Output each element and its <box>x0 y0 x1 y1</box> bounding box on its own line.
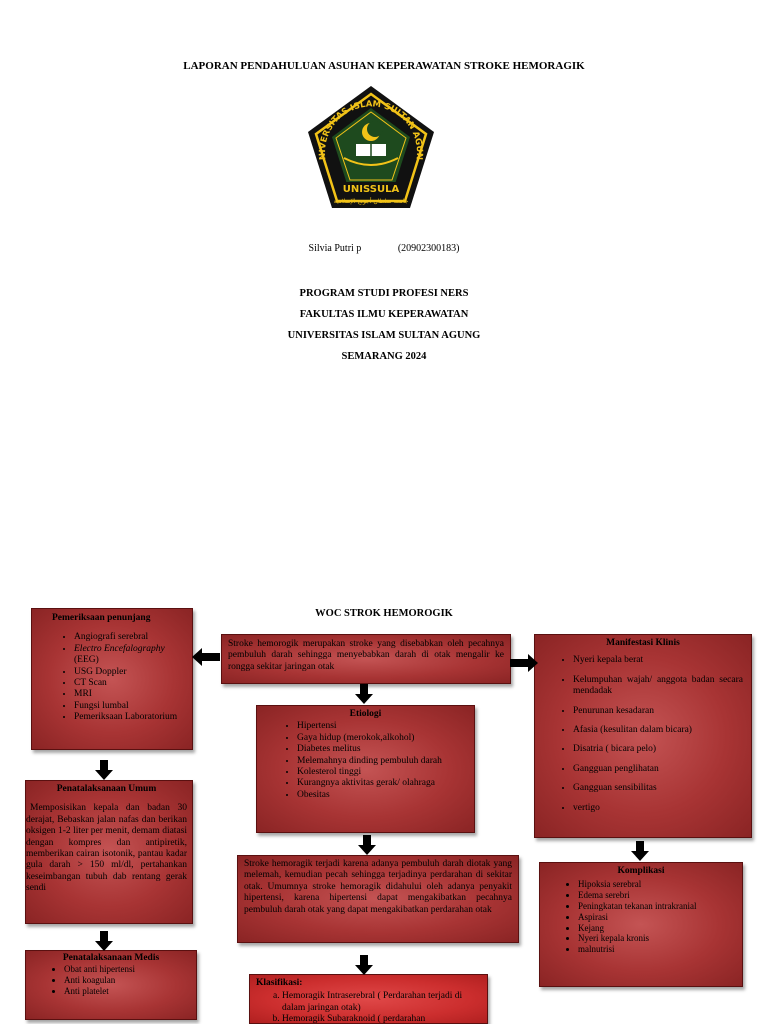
list-item: malnutrisi <box>578 944 734 955</box>
list-item: Disatria ( bicara pelo) <box>573 744 743 755</box>
list-item: Melemahnya dinding pembuluh darah <box>297 756 470 767</box>
list-item: USG Doppler <box>74 667 188 678</box>
list-item: Anti platelet <box>64 986 192 997</box>
institution-line-1: PROGRAM STUDI PROFESI NERS <box>299 288 469 299</box>
logo-name: UNISSULA <box>343 184 400 195</box>
institution-line-2: FAKULTAS ILMU KEPERAWATAN <box>299 309 469 320</box>
list-item: Obesitas <box>297 790 470 801</box>
list-item: Aspirasi <box>578 912 734 923</box>
list-item: Hipertensi <box>297 721 470 732</box>
list-item: Diabetes melitus <box>297 744 470 755</box>
institution-line-4: SEMARANG 2024 <box>341 351 427 362</box>
arrow-down-icon <box>355 684 373 704</box>
institution-line-3: UNIVERSITAS ISLAM SULTAN AGUNG <box>287 330 481 341</box>
penatalaksanaan-umum-title: Penatalaksanaan Umum <box>56 784 157 794</box>
list-item: Edema serebri <box>578 890 734 901</box>
list-item: Nyeri kepala berat <box>573 655 743 666</box>
manifestasi-box: Manifestasi Klinis Nyeri kepala berat Ke… <box>534 634 752 838</box>
list-item: Gangguan sensibilitas <box>573 783 743 794</box>
list-item: Kelumpuhan wajah/ anggota badan secara m… <box>573 675 743 698</box>
list-item: Anti koagulan <box>64 975 192 986</box>
penatalaksanaan-umum-text: Memposisikan kepala dan badan 30 derajat… <box>26 803 187 894</box>
pemeriksaan-title: Pemeriksaan penunjang <box>52 613 151 623</box>
list-item: Pemeriksaan Laboratorium <box>74 712 188 723</box>
arrow-down-icon <box>631 841 649 861</box>
list-item: Peningkatan tekanan intrakranial <box>578 901 734 912</box>
arrow-down-icon <box>355 955 373 975</box>
list-item: Nyeri kepala kronis <box>578 933 734 944</box>
definition-box: Stroke hemorogik merupakan stroke yang d… <box>221 634 511 684</box>
klasifikasi-title: Klasifikasi: <box>256 978 303 988</box>
penatalaksanaan-medis-box: Penatalaksanaan Medis Obat anti hiperten… <box>25 950 197 1020</box>
list-item: Afasia (kesulitan dalam bicara) <box>573 725 743 736</box>
list-item: Kolesterol tinggi <box>297 767 470 778</box>
klasifikasi-box: Klasifikasi: Hemoragik Intraserebral ( P… <box>249 974 488 1024</box>
list-item: Hemoragik Subaraknoid ( perdarahan <box>282 1014 481 1023</box>
penatalaksanaan-medis-title: Penatalaksanaan Medis <box>62 953 160 963</box>
komplikasi-box: Komplikasi Hipoksia serebral Edema sereb… <box>539 862 743 987</box>
komplikasi-title: Komplikasi <box>617 866 665 876</box>
list-item: Electro Encefalography <box>74 644 188 655</box>
list-item: Penurunan kesadaran <box>573 706 743 717</box>
list-item: Gangguan penglihatan <box>573 764 743 775</box>
woc-title: WOC STROK HEMOROGIK <box>315 608 453 619</box>
arrow-left-icon <box>192 648 220 666</box>
arrow-down-icon <box>95 760 113 780</box>
patofisiologi-text: Stroke hemoragik terjadi karena adanya p… <box>244 859 512 915</box>
arrow-down-icon <box>358 835 376 855</box>
author-nim: (20902300183) <box>397 243 460 254</box>
list-item: Gaya hidup (merokok,alkohol) <box>297 733 470 744</box>
author-line: Silvia Putri p (20902300183) <box>0 243 768 254</box>
list-item: Kejang <box>578 923 734 934</box>
list-item: CT Scan <box>74 678 188 689</box>
list-item: Angiografi serebral <box>74 632 188 643</box>
logo-arabic: جامعة سلطان أجونج الإسلامية <box>334 197 409 205</box>
patofisiologi-box: Stroke hemoragik terjadi karena adanya p… <box>237 855 519 943</box>
penatalaksanaan-umum-box: Penatalaksanaan Umum Memposisikan kepala… <box>25 780 193 924</box>
list-item: Hemoragik Intraserebral ( Perdarahan ter… <box>282 991 481 1014</box>
report-title: LAPORAN PENDAHULUAN ASUHAN KEPERAWATAN S… <box>183 60 585 72</box>
list-item: MRI <box>74 689 188 700</box>
etiologi-box: Etiologi Hipertensi Gaya hidup (merokok,… <box>256 705 475 833</box>
pemeriksaan-box: Pemeriksaan penunjang Angiografi serebra… <box>31 608 193 750</box>
list-item: Fungsi lumbal <box>74 701 188 712</box>
unissula-logo: UNIVERSITAS ISLAM SULTAN AGUNG UNISSULA … <box>304 82 434 208</box>
etiologi-title: Etiologi <box>349 709 382 719</box>
definition-text: Stroke hemorogik merupakan stroke yang d… <box>228 639 504 672</box>
arrow-right-icon <box>510 654 538 672</box>
manifestasi-title: Manifestasi Klinis <box>606 638 680 648</box>
list-item: (EEG) <box>74 655 99 666</box>
list-item: Kurangnya aktivitas gerak/ olahraga <box>297 778 470 789</box>
arrow-down-icon <box>95 931 113 951</box>
list-item: vertigo <box>573 803 743 814</box>
author-name: Silvia Putri p <box>308 243 362 254</box>
list-item: Obat anti hipertensi <box>64 964 192 975</box>
list-item: Hipoksia serebral <box>578 879 734 890</box>
